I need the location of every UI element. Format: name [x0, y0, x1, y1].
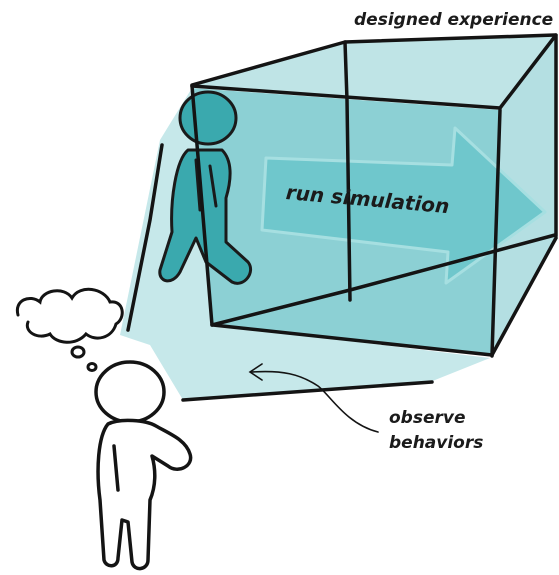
cube-edges: [126, 33, 558, 402]
designed-experience-label: designed experience: [354, 10, 554, 30]
observe-label-line2: behaviors: [389, 433, 484, 453]
walking-person-icon: [158, 90, 253, 285]
observe-pointer-arrow: [248, 363, 379, 433]
observe-behaviors-label: observe behaviors: [389, 406, 483, 456]
thought-bubble-icon: [15, 287, 124, 372]
observe-label-line1: observe: [389, 408, 466, 428]
observer-person-icon: [94, 360, 193, 571]
